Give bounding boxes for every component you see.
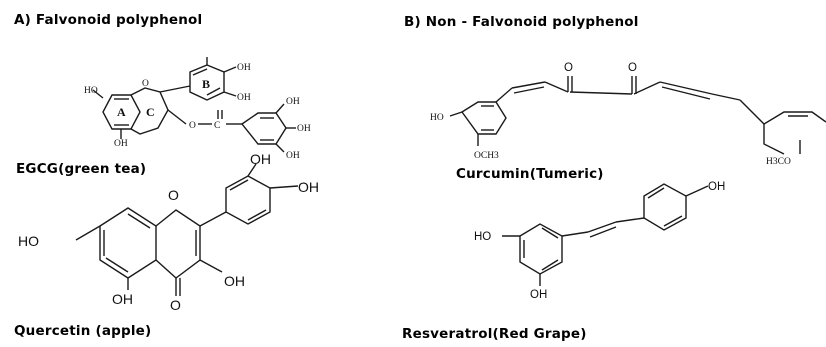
quercetin-atom-oh-5: OH bbox=[112, 291, 133, 307]
caption-quercetin: Quercetin (apple) bbox=[14, 323, 152, 339]
egcg-atom-o-ester: O bbox=[189, 121, 196, 131]
curcumin-atom-o2: O bbox=[628, 62, 637, 74]
quercetin-atom-o-ring: O bbox=[168, 187, 179, 203]
caption-egcg: EGCG(green tea) bbox=[16, 161, 147, 177]
egcg-atom-ho: HO bbox=[84, 86, 98, 96]
egcg-atom-oh-g3: OH bbox=[286, 151, 300, 161]
caption-resveratrol: Resveratrol(Red Grape) bbox=[402, 326, 587, 342]
section-heading-flavonoid: A) Falvonoid polyphenol bbox=[14, 12, 203, 28]
curcumin-atom-och3: OCH3 bbox=[474, 151, 499, 161]
egcg-atom-oh-b2: OH bbox=[237, 93, 251, 103]
egcg-ring-label-c: C bbox=[146, 105, 155, 119]
curcumin-atom-o1: O bbox=[564, 62, 573, 74]
egcg-atom-oh-g1: OH bbox=[286, 97, 300, 107]
egcg-atom-oh-g2: OH bbox=[297, 124, 311, 134]
quercetin-atom-o-keto: O bbox=[170, 297, 181, 313]
egcg-atom-c: C bbox=[214, 121, 220, 131]
section-heading-non-flavonoid: B) Non - Falvonoid polyphenol bbox=[404, 14, 639, 30]
quercetin-atom-oh-right: OH bbox=[298, 179, 319, 195]
egcg-ring-label-a: A bbox=[117, 105, 126, 119]
quercetin-atom-oh-3: OH bbox=[224, 273, 245, 289]
egcg-ring-label-b: B bbox=[202, 77, 210, 91]
resveratrol-atom-oh-para: OH bbox=[708, 181, 725, 193]
caption-curcumin: Curcumin(Tumeric) bbox=[456, 166, 604, 182]
egcg-atom-oh-a: OH bbox=[114, 139, 128, 149]
egcg-atom-o-ring: O bbox=[142, 79, 149, 89]
quercetin-atom-oh-top: OH bbox=[250, 151, 271, 167]
curcumin-atom-ho: HO bbox=[430, 113, 444, 123]
resveratrol-atom-oh-meta: OH bbox=[530, 289, 547, 301]
curcumin-atom-h3co: H3CO bbox=[766, 157, 791, 167]
quercetin-atom-ho: HO bbox=[18, 233, 39, 249]
egcg-atom-oh-b1: OH bbox=[237, 63, 251, 73]
resveratrol-atom-ho: HO bbox=[474, 231, 491, 243]
